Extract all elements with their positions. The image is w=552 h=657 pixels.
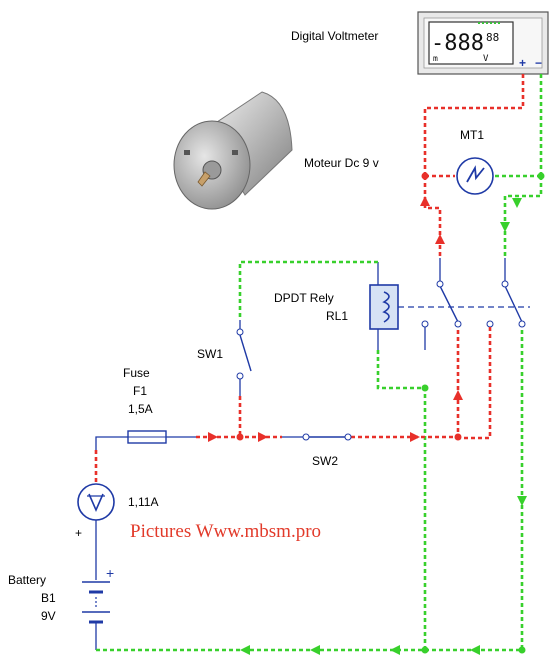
dc-motor-photo [173, 91, 293, 210]
battery-voltage: 9V [41, 609, 56, 623]
sw1-label: SW1 [197, 347, 223, 361]
voltmeter-plus-terminal[interactable]: + [519, 56, 526, 70]
voltmeter-label: Digital Voltmeter [291, 29, 378, 43]
dpdt-relay-rl1[interactable] [369, 262, 530, 440]
fuse-ref: F1 [133, 384, 147, 398]
fuse-label: Fuse [123, 366, 150, 380]
fuse-f1[interactable] [127, 430, 167, 444]
relay-coil-control-wire [238, 260, 429, 650]
relay-red-path [420, 176, 463, 438]
switch-sw2[interactable] [302, 433, 352, 441]
main-supply-wire [95, 432, 462, 450]
lcd-unit: V [483, 54, 489, 64]
relay-green-path [500, 176, 543, 650]
battery-label: Battery [8, 573, 46, 587]
relay-ref: RL1 [326, 309, 348, 323]
motor-ref: MT1 [460, 128, 484, 142]
motor-label: Moteur Dc 9 v [304, 156, 379, 170]
ammeter-reading: 1,11A [128, 495, 158, 509]
motor-mt1[interactable] [421, 157, 545, 195]
voltmeter-leads [423, 74, 543, 176]
switch-sw1[interactable] [236, 320, 252, 438]
voltmeter-minus-terminal[interactable]: − [535, 56, 542, 70]
lcd-digits: -888 [431, 31, 484, 56]
digital-voltmeter[interactable]: -888 88 V m + − [417, 11, 549, 75]
battery-b1[interactable] [82, 581, 110, 650]
sw2-label: SW2 [312, 454, 338, 468]
fuse-rating: 1,5A [128, 402, 153, 416]
relay-label: DPDT Rely [274, 291, 334, 305]
watermark: Pictures Www.mbsm.pro [130, 521, 321, 542]
ammeter[interactable] [77, 450, 115, 580]
ground-return-wire [96, 645, 526, 655]
battery-ref: B1 [41, 591, 56, 605]
ammeter-plus: + [75, 526, 82, 540]
battery-plus: + [106, 565, 114, 581]
lcd-mode: m [433, 54, 438, 63]
lcd-small-digits: 88 [486, 31, 499, 44]
